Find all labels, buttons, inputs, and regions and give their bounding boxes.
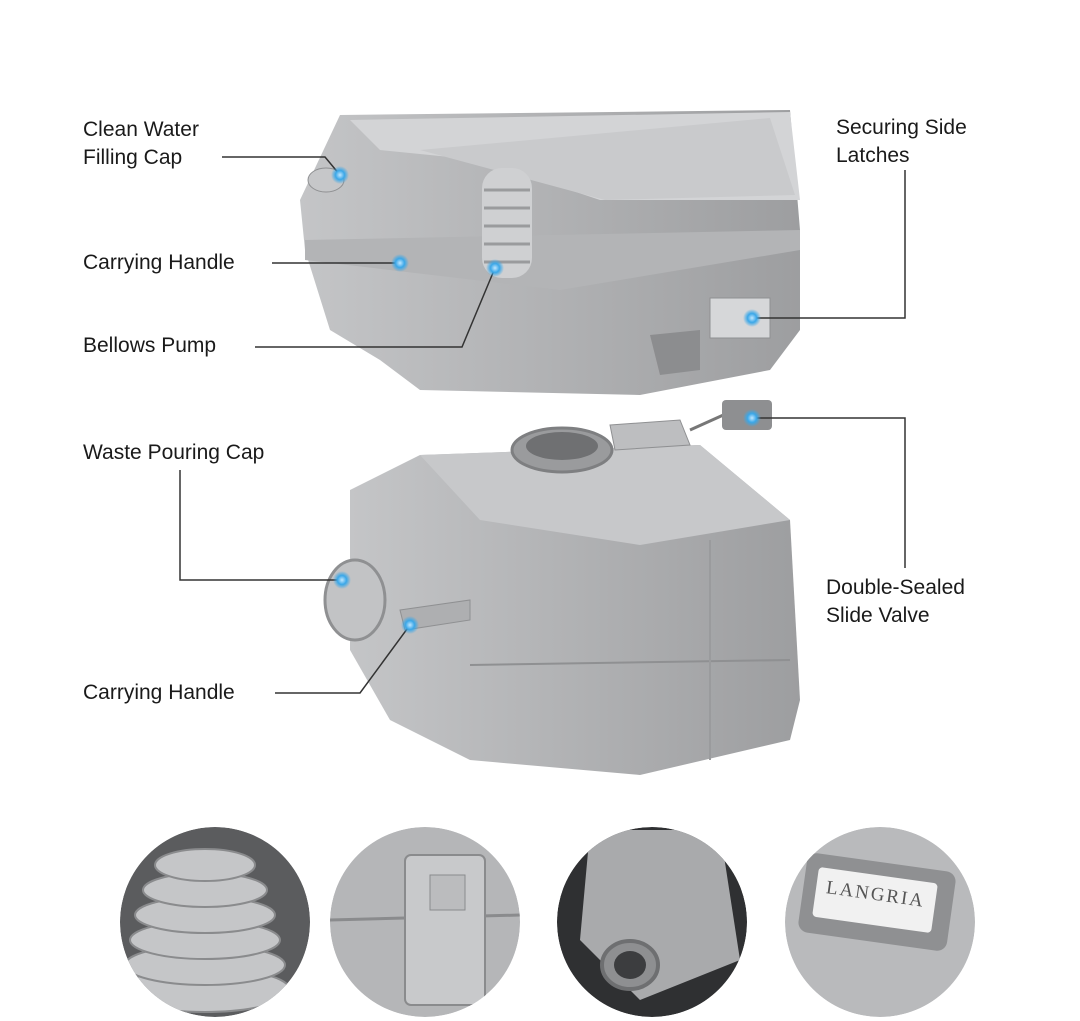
lower-tank — [323, 400, 800, 775]
label-line: Clean Water — [83, 118, 199, 141]
detail-latch — [330, 827, 520, 1017]
label-carrying-handle-top: Carrying Handle — [83, 251, 235, 274]
label-double-sealed-slide-valve: Double-Sealed Slide Valve — [826, 574, 965, 630]
label-clean-water-filling-cap: Clean Water Filling Cap — [83, 116, 199, 172]
label-securing-side-latches: Securing Side Latches — [836, 114, 967, 170]
label-carrying-handle-bottom: Carrying Handle — [83, 681, 235, 704]
upper-tank — [300, 110, 800, 395]
label-line: Double-Sealed — [826, 576, 965, 599]
leader-lines — [179, 156, 906, 694]
label-waste-pouring-cap: Waste Pouring Cap — [83, 441, 265, 464]
label-line: Securing Side — [836, 116, 967, 139]
marker-dots — [331, 166, 761, 634]
label-line: Latches — [836, 144, 910, 167]
label-bellows-pump: Bellows Pump — [83, 334, 217, 357]
label-line: Slide Valve — [826, 604, 930, 627]
detail-bellows — [120, 827, 310, 1017]
detail-outlet — [557, 827, 747, 1017]
label-line: Filling Cap — [83, 146, 183, 169]
detail-brand-plate — [785, 827, 975, 1017]
